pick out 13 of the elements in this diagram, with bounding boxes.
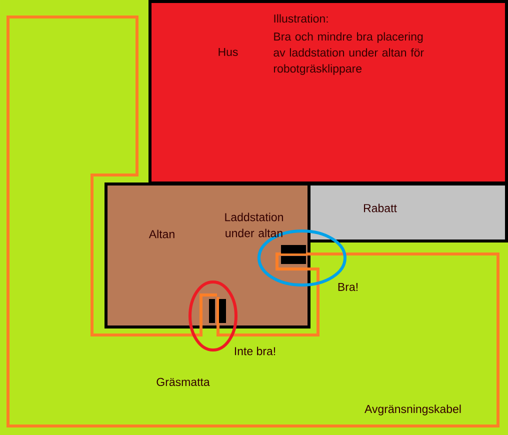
placement-label: Inte bra! <box>234 346 276 356</box>
cable-label: Avgränsningskabel <box>364 404 461 416</box>
house-label: Hus <box>218 48 238 56</box>
lawn-label: Gräsmatta <box>156 378 210 386</box>
note-text: Bra och mindre bra placering av laddstation under altan för robotgräsklippare <box>274 32 424 75</box>
station-label: Laddstation under altan <box>225 212 283 238</box>
placement-label: Bra! <box>338 282 358 291</box>
flower-bed-area <box>308 182 508 242</box>
deck-label: Altan <box>148 230 174 238</box>
deck-area <box>104 182 310 328</box>
note-heading: Illustration: <box>274 14 328 23</box>
house-area <box>148 0 508 184</box>
bed-label: Rabatt <box>364 204 397 212</box>
